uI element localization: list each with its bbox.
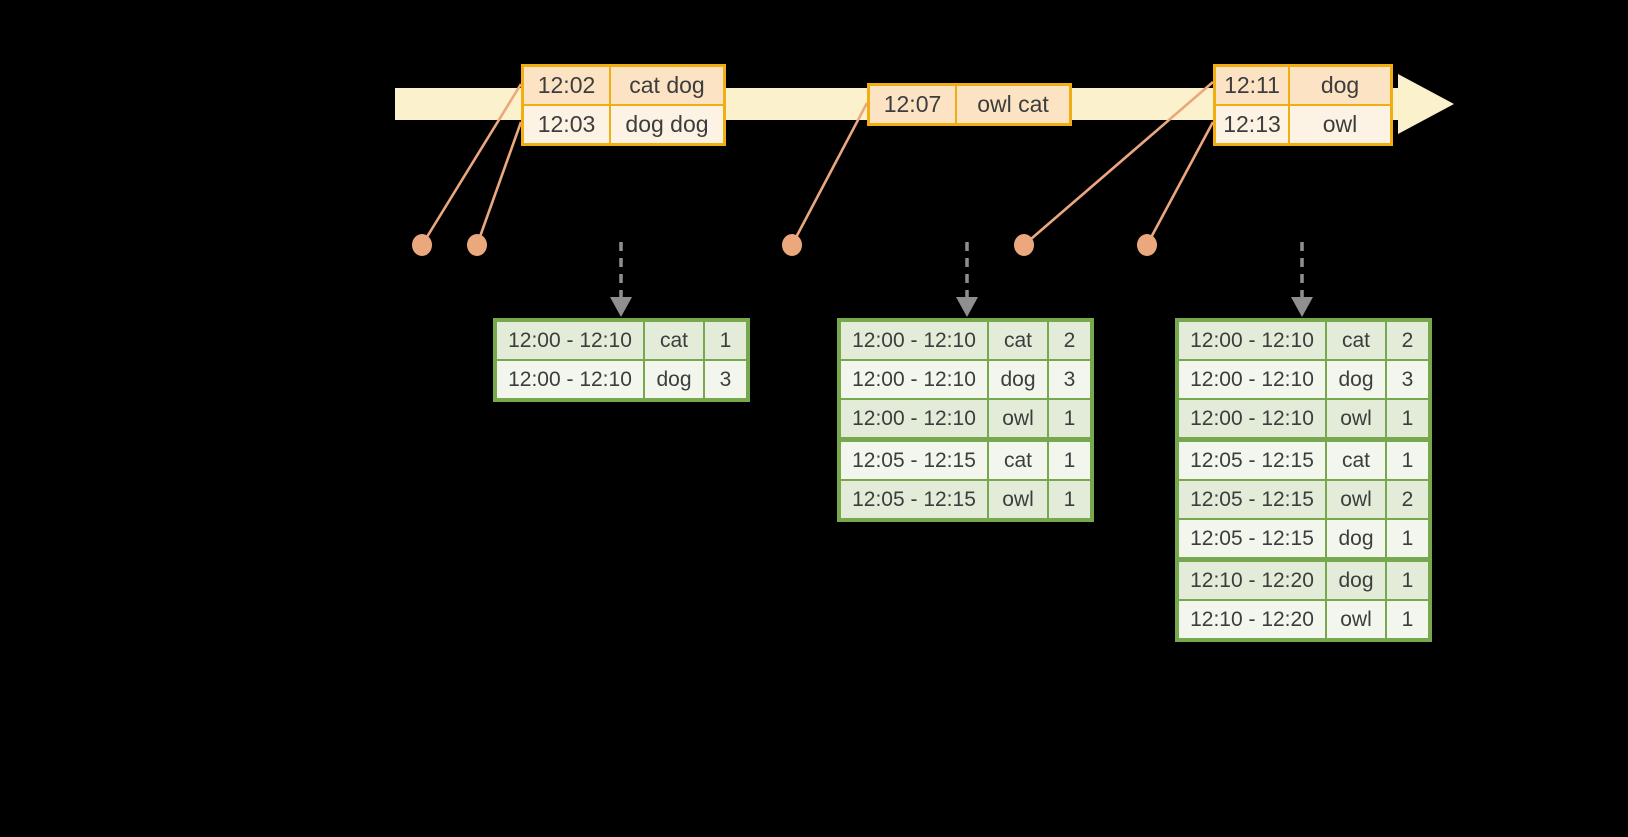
result-word-cell: owl [989,481,1047,518]
result-word-cell: cat [989,322,1047,359]
flow-arrowhead-icon [956,297,978,317]
event-dot-icon [467,234,487,256]
result-count-cell: 1 [1387,442,1428,479]
result-window-cell: 12:05 - 12:15 [1179,442,1325,479]
event-time-cell: 12:13 [1216,106,1288,143]
result-window-cell: 12:10 - 12:20 [1179,562,1325,599]
timeline-arrowhead-icon [1398,74,1454,134]
event-words-cell: owl [1290,106,1390,143]
result-word-cell: dog [989,361,1047,398]
result-window-cell: 12:05 - 12:15 [1179,520,1325,557]
event-time-cell: 12:07 [870,86,955,123]
result-window-cell: 12:05 - 12:15 [841,442,987,479]
flow-arrowhead-icon [610,297,632,317]
result-window-cell: 12:05 - 12:15 [841,481,987,518]
result-window-cell: 12:00 - 12:10 [497,322,643,359]
event-words-cell: dog [1290,67,1390,104]
result-count-cell: 1 [1049,442,1090,479]
result-window-cell: 12:00 - 12:10 [841,322,987,359]
result-count-cell: 1 [1049,481,1090,518]
result-word-cell: dog [1327,361,1385,398]
event-time-cell: 12:11 [1216,67,1288,104]
result-count-cell: 2 [1387,322,1428,359]
result-window-cell: 12:00 - 12:10 [1179,322,1325,359]
connector-line [1023,81,1214,246]
result-word-cell: owl [1327,400,1385,437]
event-dot-icon [1137,234,1157,256]
result-window-cell: 12:00 - 12:10 [1179,361,1325,398]
result-window-cell: 12:00 - 12:10 [841,361,987,398]
result-word-cell: cat [1327,442,1385,479]
result-count-cell: 1 [1049,400,1090,437]
result-count-cell: 1 [705,322,746,359]
event-dot-icon [412,234,432,256]
result-window-cell: 12:00 - 12:10 [1179,400,1325,437]
result-word-cell: owl [989,400,1047,437]
result-word-cell: dog [645,361,703,398]
connector-line [420,83,523,246]
result-window-cell: 12:10 - 12:20 [1179,601,1325,638]
result-word-cell: dog [1327,562,1385,599]
result-count-cell: 2 [1049,322,1090,359]
event-dot-icon [782,234,802,256]
event-words-cell: owl cat [957,86,1069,123]
connector-line [475,121,523,246]
result-count-cell: 3 [1049,361,1090,398]
event-time-cell: 12:02 [524,67,609,104]
event-words-cell: dog dog [611,106,723,143]
result-word-cell: cat [1327,322,1385,359]
flow-arrowhead-icon [1291,297,1313,317]
result-count-cell: 2 [1387,481,1428,518]
result-word-cell: owl [1327,481,1385,518]
result-window-cell: 12:00 - 12:10 [841,400,987,437]
connector-line [790,102,869,246]
event-words-cell: cat dog [611,67,723,104]
result-word-cell: owl [1327,601,1385,638]
result-count-cell: 1 [1387,601,1428,638]
result-window-cell: 12:00 - 12:10 [497,361,643,398]
result-count-cell: 1 [1387,562,1428,599]
result-count-cell: 3 [705,361,746,398]
result-window-cell: 12:05 - 12:15 [1179,481,1325,518]
result-word-cell: cat [645,322,703,359]
result-count-cell: 3 [1387,361,1428,398]
connector-line [1145,121,1215,246]
result-count-cell: 1 [1387,520,1428,557]
event-dot-icon [1014,234,1034,256]
result-word-cell: dog [1327,520,1385,557]
event-time-cell: 12:03 [524,106,609,143]
result-word-cell: cat [989,442,1047,479]
result-count-cell: 1 [1387,400,1428,437]
